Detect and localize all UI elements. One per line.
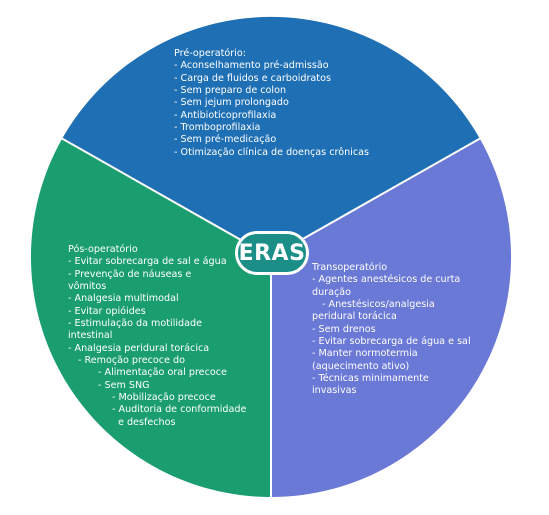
pre-item: - Sem jejum prolongado (174, 97, 289, 109)
trans-item: invasivas (312, 385, 357, 397)
divider-pos-pre (61, 137, 272, 258)
pos-item: - Analgesia multimodal (68, 293, 179, 305)
pos-item: - Evitar sobrecarga de sal e água (68, 256, 227, 268)
pre-item: - Carga de fluidos e carboidratos (174, 72, 331, 84)
pos-item: - Alimentação oral precoce (98, 367, 227, 379)
pos-item: - Mobilização precoce (112, 392, 216, 404)
pre-heading: Pré-operatório: (174, 48, 246, 59)
trans-item: - Técnicas minimamente (312, 373, 429, 385)
pre-item: - Sem preparo de colon (174, 85, 287, 97)
trans-item: - Agentes anestésicos de curta (312, 274, 461, 286)
pre-item: - Tromboprofilaxia (174, 122, 261, 134)
trans-item: (aquecimento ativo) (312, 360, 410, 372)
pos-item: intestinal (68, 330, 113, 342)
sector-pos-operatorio (30, 138, 271, 497)
trans-heading: Transoperatório (312, 262, 388, 273)
trans-item: - Evitar sobrecarga de água e sal (312, 336, 471, 348)
pre-item: - Antibioticoprofilaxia (174, 109, 277, 121)
pre-item: - Sem pré-medicação (174, 134, 277, 146)
pos-item: - Evitar opióides (68, 305, 146, 317)
divider-pre-trans (270, 137, 481, 258)
eras-center-label: ERAS (235, 231, 309, 275)
trans-item: duração (312, 286, 352, 298)
pre-operatorio-text: Pré-operatório: - Aconselhamento pré-adm… (174, 48, 369, 159)
trans-item: - Sem drenos (312, 323, 376, 335)
pos-operatorio-text: Pós-operatório - Evitar sobrecarga de sa… (68, 244, 246, 429)
pos-item: - Auditoria de conformidade (112, 404, 247, 416)
trans-item: peridural torácica (312, 311, 397, 323)
pos-item: - Analgesia peridural torácica (68, 342, 210, 354)
pos-item: - Sem SNG (98, 379, 150, 391)
transoperatorio-text: Transoperatório - Agentes anestésicos de… (312, 262, 471, 398)
pos-item: e desfechos (118, 416, 176, 428)
pos-item: vômitos (68, 281, 107, 293)
trans-item: - Anestésicos/analgesia (322, 299, 435, 311)
pre-item: - Otimização clínica de doenças crônicas (174, 146, 370, 158)
pos-item: - Prevenção de náuseas e (68, 268, 192, 280)
pos-item: - Remoção precoce do (78, 355, 185, 367)
trans-item: - Manter normotermia (312, 348, 418, 360)
pos-heading: Pós-operatório (68, 244, 138, 255)
pos-item: - Estimulação da motilidade (68, 318, 202, 330)
pre-item: - Aconselhamento pré-admissão (174, 60, 329, 72)
sector-transoperatorio (271, 138, 512, 497)
